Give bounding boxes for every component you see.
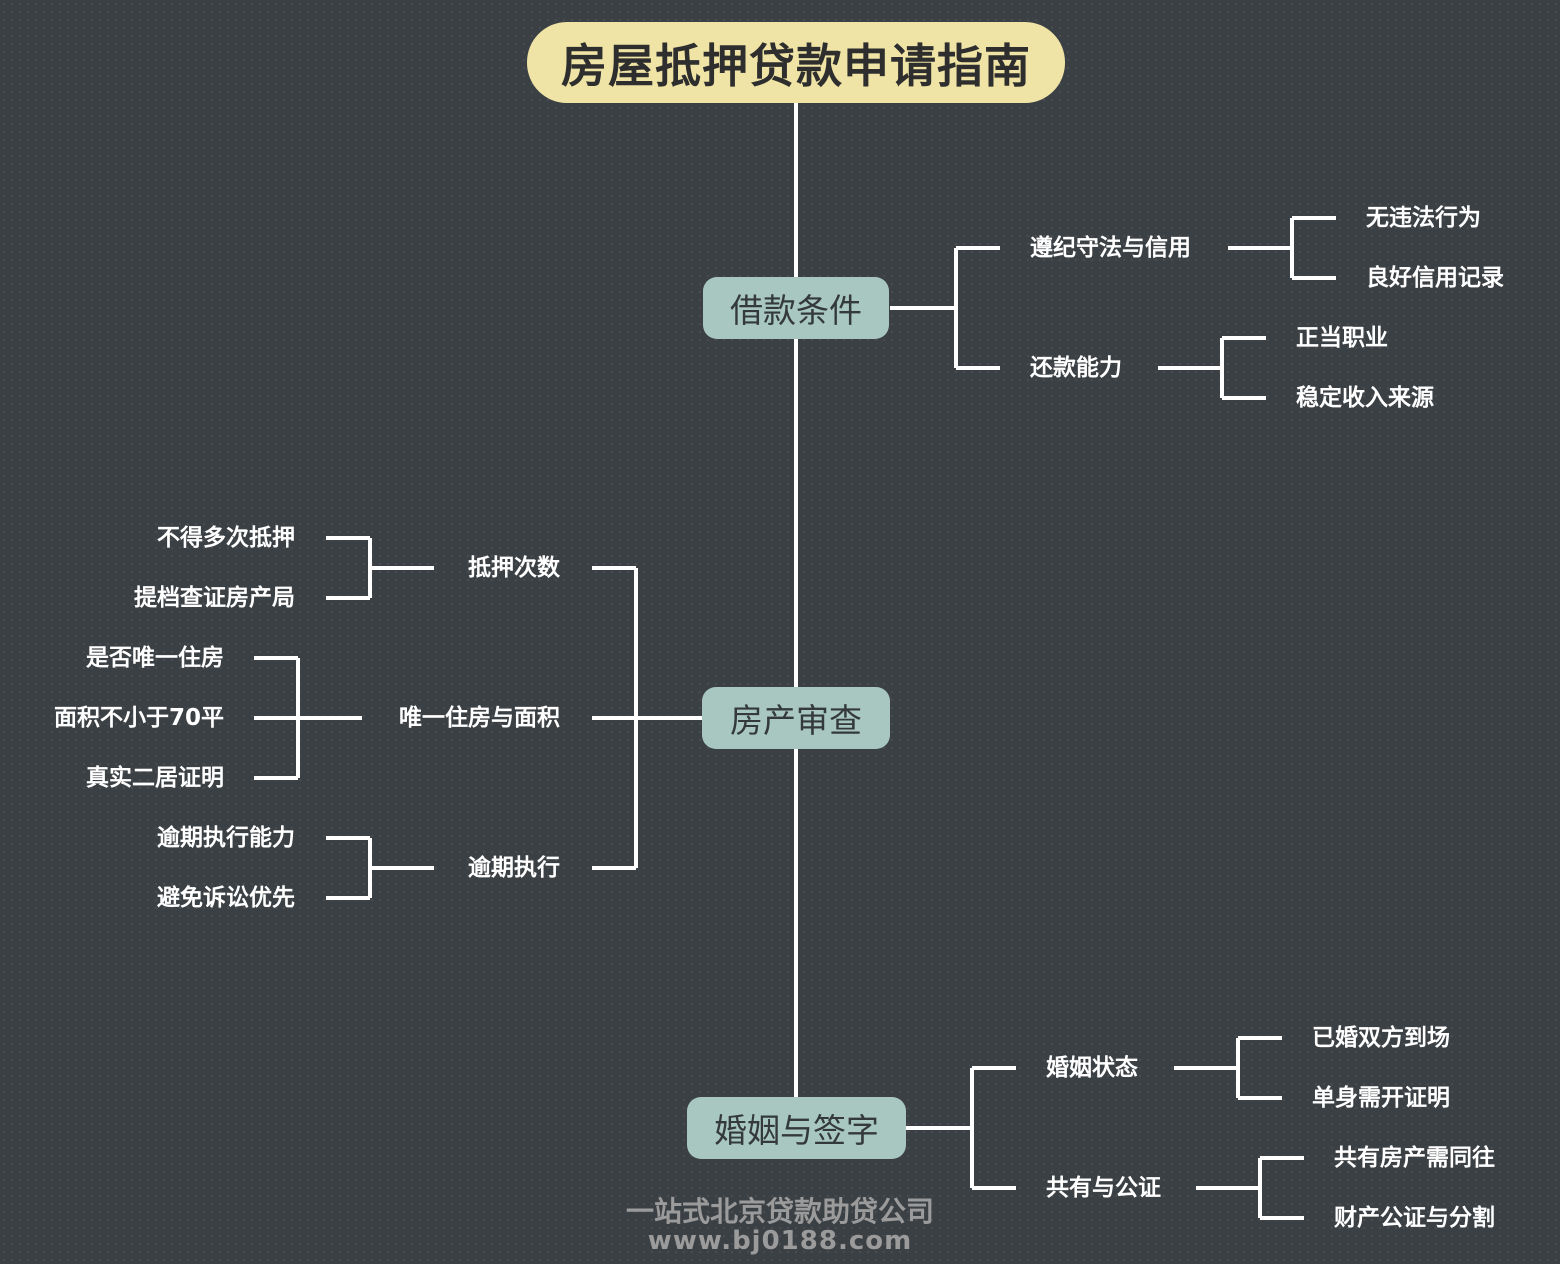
node-mortgage-count[interactable]: 抵押次数 <box>468 555 560 581</box>
node-repayment-ability[interactable]: 还款能力 <box>1030 355 1122 381</box>
branch-loan-conditions[interactable]: 借款条件 <box>703 277 889 339</box>
leaf-is-sole-home[interactable]: 是否唯一住房 <box>86 645 224 671</box>
leaf-co-owners-attend[interactable]: 共有房产需同往 <box>1334 1145 1495 1171</box>
branch-property-review[interactable]: 房产审查 <box>702 687 890 749</box>
leaf-overdue-ability[interactable]: 逾期执行能力 <box>157 825 295 851</box>
node-sole-home-area[interactable]: 唯一住房与面积 <box>399 705 560 731</box>
footer-website[interactable]: www.bj0188.com <box>647 1226 913 1256</box>
leaf-single-certificate[interactable]: 单身需开证明 <box>1312 1085 1450 1111</box>
leaf-married-both-present[interactable]: 已婚双方到场 <box>1312 1025 1450 1051</box>
node-marital-status[interactable]: 婚姻状态 <box>1046 1055 1138 1081</box>
leaf-avoid-litigation[interactable]: 避免诉讼优先 <box>157 885 295 911</box>
leaf-stable-income[interactable]: 稳定收入来源 <box>1296 385 1434 411</box>
node-law-and-credit[interactable]: 遵纪守法与信用 <box>1030 235 1191 261</box>
leaf-good-credit[interactable]: 良好信用记录 <box>1366 265 1504 291</box>
leaf-property-notarization[interactable]: 财产公证与分割 <box>1334 1205 1495 1231</box>
leaf-no-violations[interactable]: 无违法行为 <box>1366 205 1481 231</box>
footer-company: 一站式北京贷款助贷公司 <box>625 1195 934 1228</box>
leaf-min-area[interactable]: 面积不小于70平 <box>53 705 224 731</box>
leaf-check-housing-bureau[interactable]: 提档查证房产局 <box>134 585 295 611</box>
branch-marriage-signing[interactable]: 婚姻与签字 <box>687 1097 906 1159</box>
node-overdue-execution[interactable]: 逾期执行 <box>468 855 560 881</box>
leaf-proper-job[interactable]: 正当职业 <box>1296 325 1388 351</box>
node-joint-notary[interactable]: 共有与公证 <box>1046 1175 1161 1201</box>
leaf-two-bedroom-proof[interactable]: 真实二居证明 <box>86 765 224 791</box>
leaf-no-multiple-mortgage[interactable]: 不得多次抵押 <box>157 525 295 551</box>
page-title: 房屋抵押贷款申请指南 <box>527 22 1065 103</box>
